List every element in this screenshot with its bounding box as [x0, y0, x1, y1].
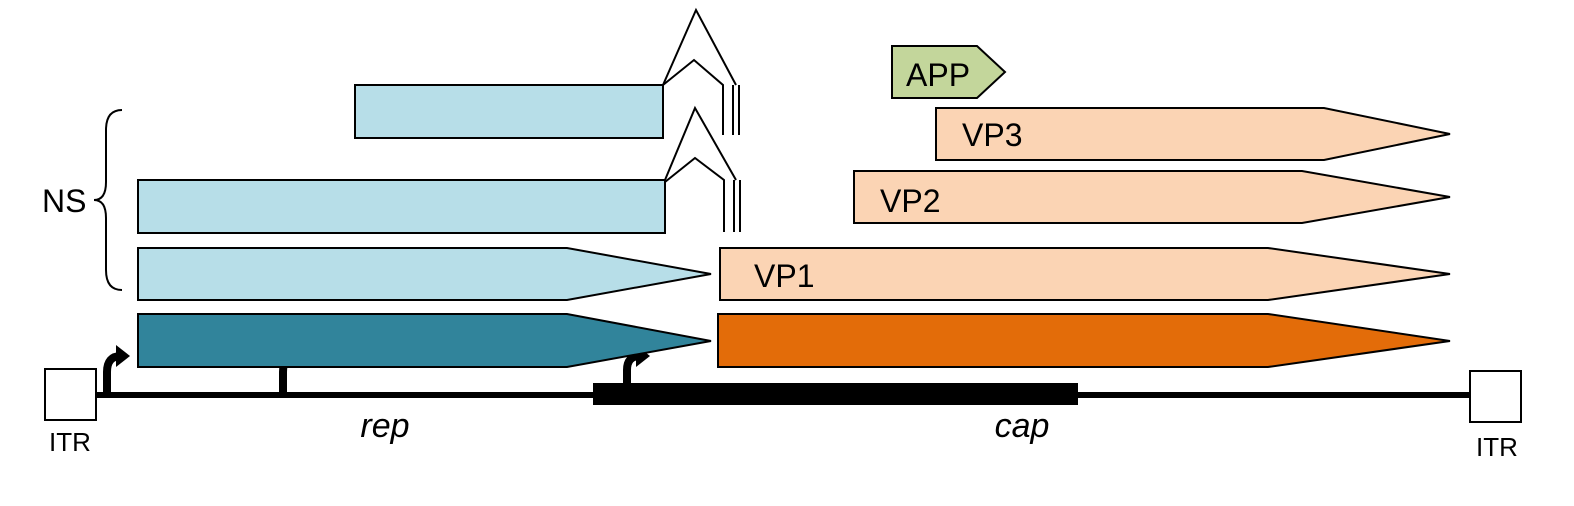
ns-transcript-spliced-short — [354, 84, 664, 139]
ns-transcript-spliced-long — [137, 179, 666, 234]
app-protein-arrow — [891, 45, 1007, 99]
vp1-transcript — [719, 247, 1451, 301]
promoter-arrow-icon — [103, 345, 130, 392]
vp1-label: VP1 — [754, 258, 814, 294]
vp3-transcript — [935, 107, 1451, 161]
vp2-label: VP2 — [880, 183, 940, 219]
itr-right-label: ITR — [1476, 432, 1518, 462]
itr-left-label: ITR — [49, 427, 91, 457]
rep-gene-arrow — [137, 313, 712, 368]
itr-left-box — [44, 368, 97, 421]
app-label: APP — [906, 57, 970, 93]
ns-transcript-unspliced — [137, 247, 712, 301]
rep-gene-label: rep — [360, 407, 409, 445]
vp2-transcript — [853, 170, 1451, 224]
genome-thick-segment — [593, 383, 1078, 405]
vp3-label: VP3 — [962, 117, 1022, 153]
curly-brace-icon — [93, 109, 123, 291]
ns-label: NS — [42, 183, 86, 219]
splice-junction-icon — [664, 105, 741, 232]
cap-gene-arrow — [717, 313, 1451, 368]
itr-right-box — [1469, 370, 1522, 423]
cap-gene-label: cap — [995, 407, 1050, 445]
splice-junction-icon — [662, 7, 740, 135]
